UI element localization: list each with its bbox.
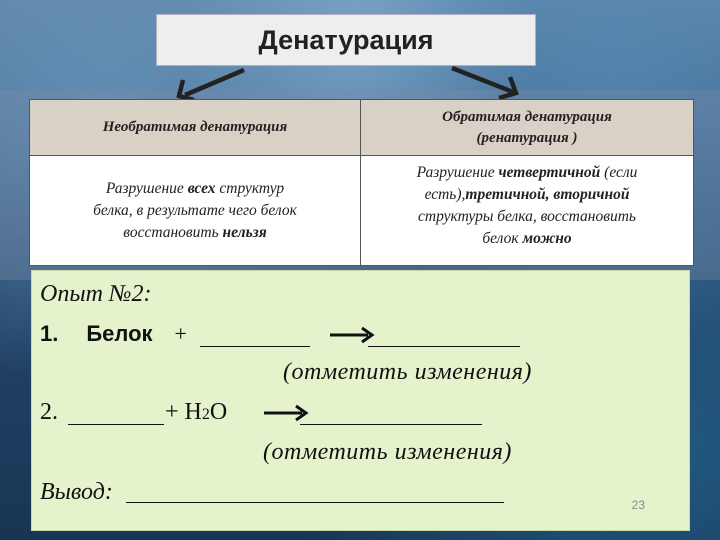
cell-irreversible-line2: белка, в результате чего белок bbox=[93, 201, 297, 219]
item-2-number: 2. bbox=[40, 399, 58, 425]
item-1: 1. Белок + bbox=[40, 321, 187, 348]
page-number: 23 bbox=[631, 498, 645, 512]
cell-reversible-line1: Разрушение четвертичной (если bbox=[416, 164, 638, 181]
conclusion-blank[interactable] bbox=[126, 480, 504, 503]
left-arrow bbox=[176, 67, 245, 103]
item-1-note: (отметить изменения) bbox=[283, 359, 532, 385]
item-2-arrow-icon bbox=[264, 404, 309, 422]
cell-irreversible-line1: Разрушение всех структур bbox=[105, 179, 285, 197]
item-2-result-blank[interactable] bbox=[300, 402, 482, 425]
header-reversible-line2: (ренатурация ) bbox=[476, 129, 578, 146]
item-2-plus: + bbox=[165, 399, 179, 425]
item-1-plus: + bbox=[174, 321, 187, 346]
experiment-panel: Опыт №2: 1. Белок + (отметить изменения)… bbox=[31, 270, 690, 531]
header-reversible: Обратимая денатурация (ренатурация ) bbox=[361, 100, 693, 156]
header-irreversible-label: Необратимая денатурация bbox=[102, 119, 288, 135]
item-1-arrow-icon bbox=[330, 326, 375, 344]
item-1-subject: Белок bbox=[86, 321, 153, 346]
cell-irreversible: Разрушение всех структур белка, в резуль… bbox=[30, 156, 361, 265]
header-irreversible: Необратимая денатурация bbox=[30, 100, 361, 156]
branch-arrows bbox=[176, 65, 519, 103]
item-2-note: (отметить изменения) bbox=[263, 439, 512, 465]
item-1-number: 1. bbox=[40, 321, 59, 346]
slide-title: Денатурация bbox=[258, 24, 434, 55]
cell-reversible-line4: белок можно bbox=[482, 230, 572, 247]
water-formula: H2O bbox=[184, 399, 228, 425]
item-2-formula: + H2O bbox=[165, 399, 227, 426]
item-1-reagent-blank[interactable] bbox=[200, 324, 310, 347]
cell-reversible-line3: структуры белка, восстановить bbox=[418, 208, 636, 225]
item-1-result-blank[interactable] bbox=[368, 324, 520, 347]
header-reversible-line1: Обратимая денатурация bbox=[442, 108, 612, 125]
title-box: Денатурация bbox=[156, 14, 536, 66]
conclusion-label: Вывод: bbox=[40, 479, 113, 505]
item-2-reagent-blank[interactable] bbox=[68, 402, 164, 425]
cell-irreversible-line3: восстановить нельзя bbox=[123, 223, 267, 241]
cell-reversible-line2: есть),третичной, вторичной bbox=[424, 186, 630, 203]
right-arrow bbox=[451, 65, 519, 101]
comparison-table: Необратимая денатурация Обратимая денату… bbox=[29, 99, 694, 266]
experiment-heading: Опыт №2: bbox=[40, 281, 152, 307]
cell-reversible: Разрушение четвертичной (если есть),трет… bbox=[361, 156, 693, 265]
